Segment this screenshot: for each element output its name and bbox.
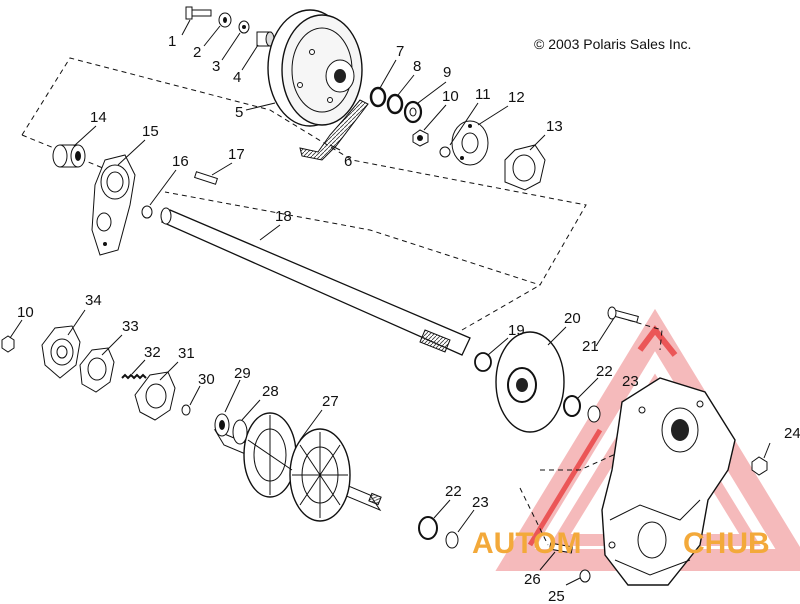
watermark-brand-left: AUTOM [472,527,581,560]
part-22-seal-lower [418,516,438,540]
part-11-washer [439,146,451,158]
part-29-gear [214,413,230,437]
callout-19: 19 [508,322,525,339]
part-16-screw [141,205,153,219]
part-10-nut-lower [1,335,15,353]
callout-34: 34 [85,292,102,309]
part-21-bolt [607,306,639,323]
part-1-bolt [185,6,212,20]
exploded-view-outline [21,57,663,546]
callout-25: 25 [548,588,565,604]
part-18-shaft [160,207,471,356]
part-19-oring [474,352,492,372]
part-32-spring [121,373,147,380]
callout-3: 3 [212,58,220,75]
callout-32: 32 [144,344,161,361]
callout-12: 12 [508,89,525,106]
part-14-bearing [52,144,86,168]
callout-9: 9 [443,64,451,81]
part-6-chain [299,99,369,161]
callout-14: 14 [90,109,107,126]
part-5-driven-sprocket [267,9,363,127]
part-20-drive-sprocket [495,331,565,433]
callout-28: 28 [262,383,279,400]
part-30-plug [181,404,191,416]
callout-10: 10 [442,88,459,105]
callout-33: 33 [122,318,139,335]
callout-31: 31 [178,345,195,362]
part-24-nut [751,456,768,476]
callout-23-lower: 23 [472,494,489,511]
part-34-bearing-flange [41,325,81,379]
callout-10-lower: 10 [17,304,34,321]
part-3-washer [238,20,250,34]
callout-23: 23 [622,373,639,390]
part-2-washer [218,12,232,28]
callout-leaders [9,19,771,586]
part-22-seal [563,395,581,417]
callout-17: 17 [228,146,245,163]
callout-2: 2 [193,44,201,61]
callout-22: 22 [596,363,613,380]
callout-1: 1 [168,33,176,50]
callout-21: 21 [582,338,599,355]
part-17-key [193,171,219,185]
part-28-bearing [232,419,248,445]
part-10-nut [412,129,429,147]
part-chaincase-housing [601,377,736,586]
part-25-washer [579,569,591,583]
callout-15: 15 [142,123,159,140]
callout-5: 5 [235,104,243,121]
part-8-seal [386,93,404,115]
part-27-drive-sprockets [213,412,382,522]
watermark-text: AUTOM CHUB [472,527,770,560]
part-26-bolt [549,542,573,554]
callout-4: 4 [233,69,241,86]
part-7-seal [369,86,387,108]
part-15-tensioner-plate [91,154,136,256]
callout-labels: 1 2 3 4 5 6 7 8 9 10 11 12 13 14 15 16 1… [17,33,800,604]
callout-11: 11 [475,86,491,103]
callout-24: 24 [784,425,800,442]
part-12-bearing-flange [451,120,489,166]
callout-29: 29 [234,365,251,382]
callout-30: 30 [198,371,215,388]
part-23-oring [587,405,601,423]
callout-16: 16 [172,153,189,170]
callout-7: 7 [396,43,404,60]
part-31-flange-plate [134,371,176,421]
part-13-flange-plate [504,144,546,191]
part-23-oring-lower [445,531,459,549]
callout-8: 8 [413,58,421,75]
part-9-bearing [403,100,423,124]
callout-6: 6 [344,153,352,170]
callout-20: 20 [564,310,581,327]
callout-26: 26 [524,571,541,588]
callout-27: 27 [322,393,339,410]
watermark-brand-right: CHUB [683,527,770,560]
callout-22-lower: 22 [445,483,462,500]
part-33-flange-plate [79,347,115,393]
callout-18: 18 [275,208,292,225]
copyright-notice: © 2003 Polaris Sales Inc. [534,36,692,52]
callout-13: 13 [546,118,563,135]
